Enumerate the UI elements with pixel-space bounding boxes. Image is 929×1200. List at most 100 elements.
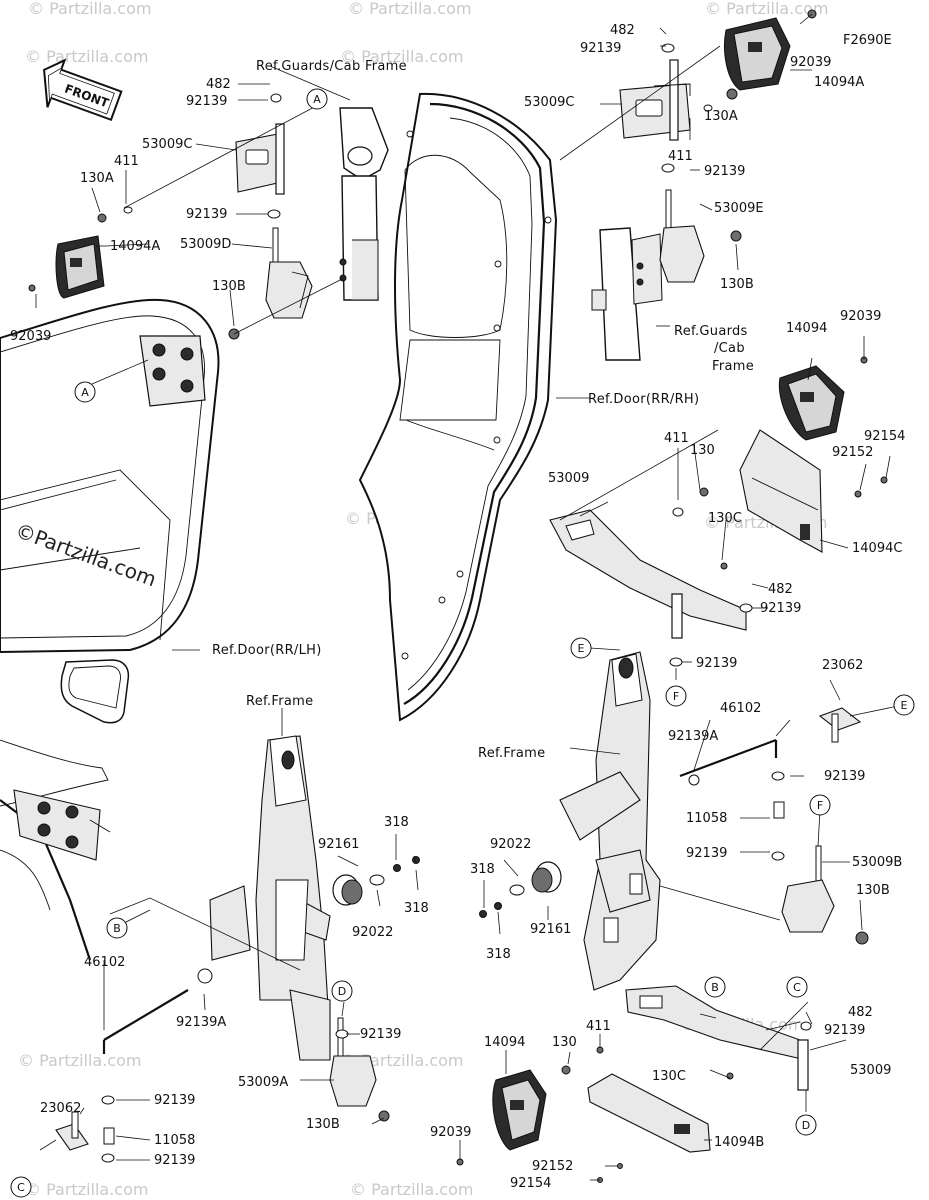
part-label-318: 318 xyxy=(404,901,429,916)
part-label-92152: 92152 xyxy=(832,445,873,460)
part-labels: 482 92139 53009C 411 130A 92139 53009D 1… xyxy=(10,23,905,1191)
part-label-318: 318 xyxy=(470,862,495,877)
hinge-53009C-right xyxy=(619,59,691,141)
ref-frame-right: Ref.Frame xyxy=(478,746,545,761)
svg-text:A: A xyxy=(313,93,321,106)
watermark: © Partzilla.com xyxy=(28,0,151,18)
ref-guards-cab-frame-right: Ref.Guards xyxy=(674,324,748,339)
part-label-46102: 46102 xyxy=(84,955,125,970)
callout-B-left: B xyxy=(106,917,128,939)
cover-14094-right xyxy=(778,365,845,441)
part-label-92161: 92161 xyxy=(318,837,359,852)
part-label-92039: 92039 xyxy=(790,55,831,70)
callout-A-left: A xyxy=(74,381,96,403)
bracket-23062-left xyxy=(55,1111,89,1151)
stopper-92161-right xyxy=(479,861,562,918)
reference-labels: Ref.Guards/Cab Frame Ref.Guards /Cab Fra… xyxy=(212,59,754,761)
watermark: © Partzilla.com xyxy=(350,1180,473,1199)
callout-markers: A A B B C C D D xyxy=(10,88,915,1198)
part-label-318: 318 xyxy=(384,815,409,830)
part-label-92139: 92139 xyxy=(580,41,621,56)
part-label-92139A: 92139A xyxy=(176,1015,226,1030)
part-label-53009C: 53009C xyxy=(142,137,192,152)
part-label-92139: 92139 xyxy=(154,1153,195,1168)
callout-F-left: F xyxy=(665,685,687,707)
part-label-92039: 92039 xyxy=(430,1125,471,1140)
front-arrow: FRONT xyxy=(43,58,123,122)
part-label-130B: 130B xyxy=(306,1117,340,1132)
stopper-92161-left xyxy=(332,856,420,906)
part-label-11058: 11058 xyxy=(154,1133,195,1148)
part-label-14094C: 14094C xyxy=(852,541,902,556)
ref-guards-cab-frame-right-2: /Cab xyxy=(714,341,745,356)
cover-14094A-right xyxy=(724,17,791,91)
bracket-23062-right xyxy=(818,707,862,743)
part-label-23062: 23062 xyxy=(40,1101,81,1116)
part-label-411: 411 xyxy=(114,154,139,169)
part-label-14094B: 14094B xyxy=(714,1135,764,1150)
diagram-code: F2690E xyxy=(843,33,892,48)
svg-text:B: B xyxy=(711,981,719,994)
callout-F-right: F xyxy=(809,794,831,816)
callout-A-top: A xyxy=(306,88,328,110)
ref-door-rr-rh: Ref.Door(RR/RH) xyxy=(588,392,699,407)
callout-E-right: E xyxy=(893,694,915,716)
watermark: © Partzilla.com xyxy=(25,1180,148,1199)
part-label-53009D: 53009D xyxy=(180,237,231,252)
cab-frame-strut-right xyxy=(591,227,663,361)
callout-E-left: E xyxy=(570,637,592,659)
part-label-411: 411 xyxy=(586,1019,611,1034)
leader-lines xyxy=(35,13,899,1181)
part-label-318: 318 xyxy=(486,947,511,962)
svg-text:D: D xyxy=(802,1119,810,1132)
frame-right-lower xyxy=(559,651,661,991)
callout-C-left: C xyxy=(10,1176,32,1198)
part-label-130B: 130B xyxy=(212,279,246,294)
left-door-panel xyxy=(0,298,220,961)
cab-frame-strut-left xyxy=(339,107,389,301)
part-label-92139: 92139 xyxy=(686,846,727,861)
part-label-482: 482 xyxy=(848,1005,873,1020)
ref-frame-left: Ref.Frame xyxy=(246,694,313,709)
ref-guards-cab-frame-left: Ref.Guards/Cab Frame xyxy=(256,59,407,74)
part-label-130B: 130B xyxy=(856,883,890,898)
rod-46102-left xyxy=(102,989,189,1054)
cover-14094-lower xyxy=(492,1069,547,1151)
part-label-92152: 92152 xyxy=(532,1159,573,1174)
part-label-92139: 92139 xyxy=(360,1027,401,1042)
part-label-92039: 92039 xyxy=(10,329,51,344)
part-label-23062: 23062 xyxy=(822,658,863,673)
part-label-130A: 130A xyxy=(80,171,114,186)
part-label-92139A: 92139A xyxy=(668,729,718,744)
small-fasteners xyxy=(28,9,888,1183)
ref-door-rr-lh: Ref.Door(RR/LH) xyxy=(212,643,322,658)
part-label-53009E: 53009E xyxy=(714,201,764,216)
part-label-53009: 53009 xyxy=(850,1063,891,1078)
part-label-482: 482 xyxy=(768,582,793,597)
watermark: © Partzilla.com xyxy=(705,0,828,18)
svg-text:F: F xyxy=(673,690,679,703)
clip-11058-right xyxy=(773,801,785,819)
bracket-53009-upper xyxy=(549,509,747,639)
part-label-92039: 92039 xyxy=(840,309,881,324)
hinge-53009C-left xyxy=(235,123,285,195)
frame-left-lower xyxy=(209,735,331,1062)
part-label-92139: 92139 xyxy=(824,769,865,784)
part-label-92154: 92154 xyxy=(864,429,905,444)
watermark: © Partzilla.com xyxy=(348,0,471,18)
part-label-92154: 92154 xyxy=(510,1176,551,1191)
part-label-92139: 92139 xyxy=(696,656,737,671)
ref-guards-cab-frame-right-3: Frame xyxy=(712,359,754,374)
watermark: © Partzilla.com xyxy=(340,47,463,66)
svg-text:E: E xyxy=(578,642,585,655)
part-label-411: 411 xyxy=(664,431,689,446)
part-label-53009B: 53009B xyxy=(852,855,902,870)
part-label-130A: 130A xyxy=(704,109,738,124)
part-label-92139: 92139 xyxy=(760,601,801,616)
part-label-92139: 92139 xyxy=(824,1023,865,1038)
clip-11058-left xyxy=(103,1127,115,1145)
part-label-92022: 92022 xyxy=(352,925,393,940)
part-label-130B: 130B xyxy=(720,277,754,292)
part-label-92161: 92161 xyxy=(530,922,571,937)
